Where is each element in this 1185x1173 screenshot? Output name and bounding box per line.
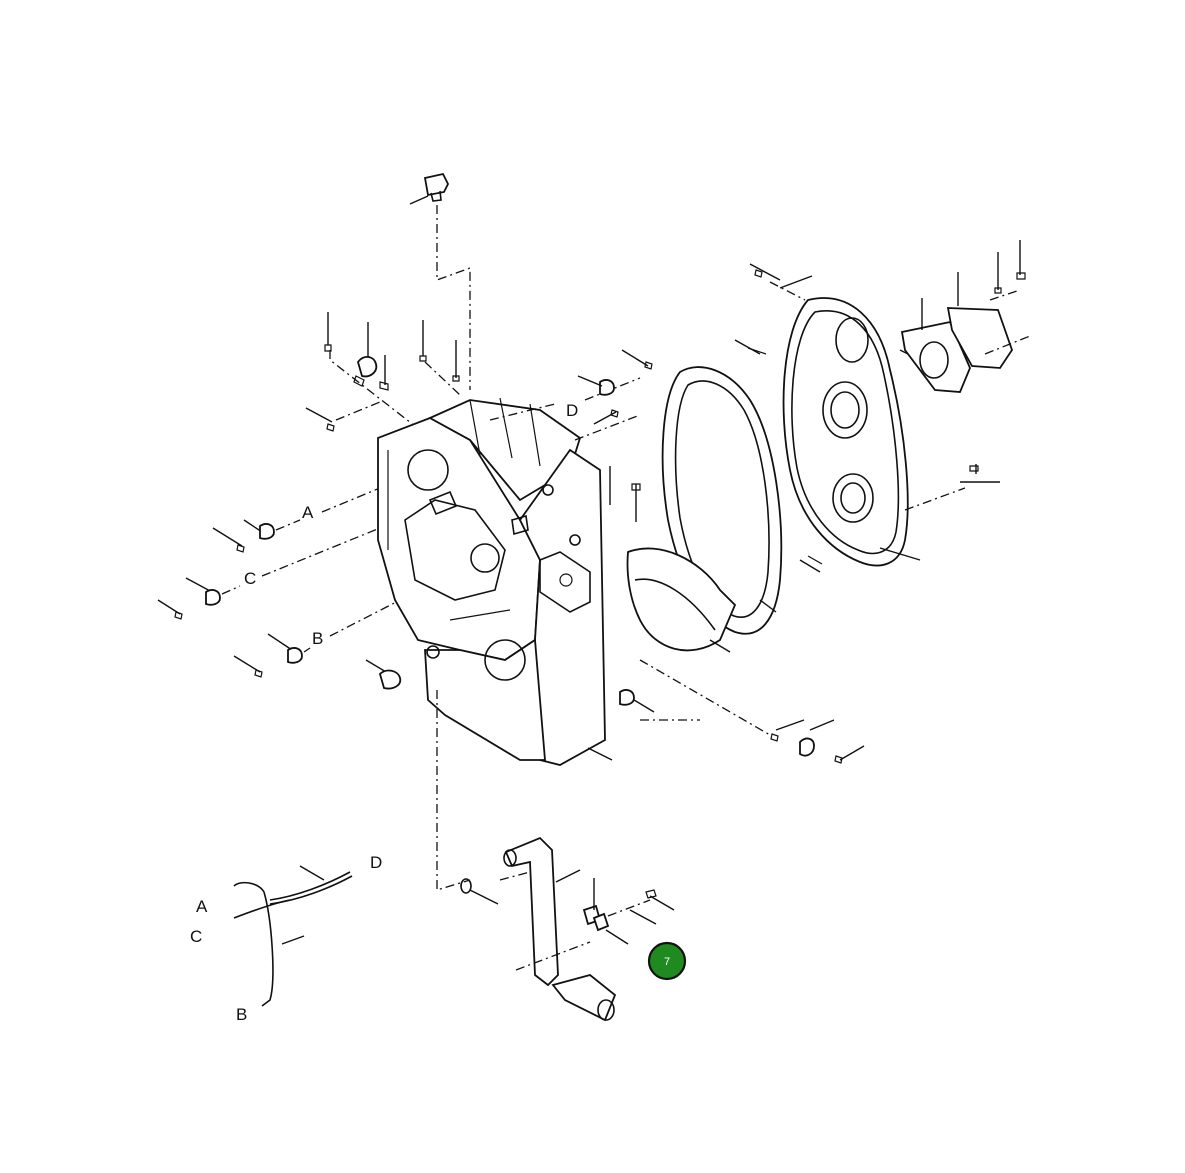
d-line-fasteners bbox=[489, 349, 653, 522]
callout-number: 7 bbox=[664, 956, 670, 968]
lower-guard bbox=[626, 547, 737, 653]
side-plates bbox=[900, 240, 1031, 393]
label-c-tube: C bbox=[190, 927, 202, 946]
top-dash-path bbox=[436, 205, 471, 390]
callout-circle[interactable] bbox=[647, 941, 687, 981]
dipstick-tube bbox=[460, 836, 675, 1022]
cover-bolts bbox=[749, 263, 1000, 573]
left-fasteners bbox=[157, 401, 409, 690]
label-a-tube: A bbox=[196, 897, 208, 916]
label-b-mid: B bbox=[312, 629, 323, 648]
label-d-top: D bbox=[566, 401, 578, 420]
drop-dash bbox=[436, 690, 471, 891]
lower-right-fasteners bbox=[619, 659, 865, 764]
upper-left-bolts bbox=[324, 312, 461, 431]
part-callout-7[interactable]: 7 bbox=[647, 941, 687, 981]
main-housing bbox=[377, 397, 613, 766]
label-b-tube: B bbox=[236, 1005, 247, 1024]
label-d-tube: D bbox=[370, 853, 382, 872]
top-drain-plug bbox=[409, 172, 450, 205]
tube-set bbox=[233, 865, 353, 1007]
label-a-mid: A bbox=[302, 503, 314, 522]
front-cover bbox=[782, 297, 921, 567]
label-c-mid: C bbox=[244, 569, 256, 588]
